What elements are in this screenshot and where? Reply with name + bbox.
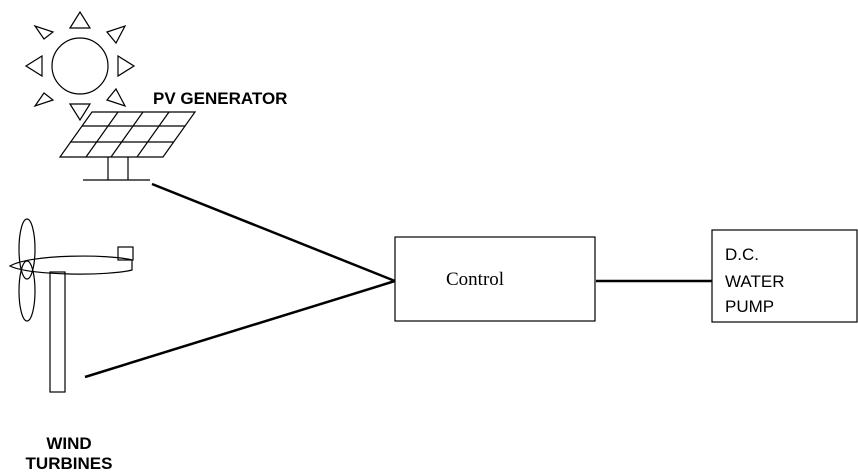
pump-label-line3: PUMP (725, 297, 774, 316)
sun-icon (24, 10, 136, 122)
solar-panel-icon (58, 111, 197, 181)
pump-box (711, 229, 858, 323)
control-box (394, 236, 596, 322)
pump-label-line1: D.C. (725, 245, 759, 264)
wind-label-line2: TURBINES (26, 454, 113, 473)
wind-label-line1: WIND (46, 434, 91, 453)
connection-lines (84, 182, 712, 379)
wind-to-control-line (84, 279, 396, 379)
pump-label-line2: WATER (725, 272, 785, 291)
wind-turbine-icon (8, 218, 134, 393)
control-label: Control (446, 269, 504, 290)
pv-to-control-line (151, 182, 396, 283)
pv-generator-label: PV GENERATOR (153, 89, 287, 108)
